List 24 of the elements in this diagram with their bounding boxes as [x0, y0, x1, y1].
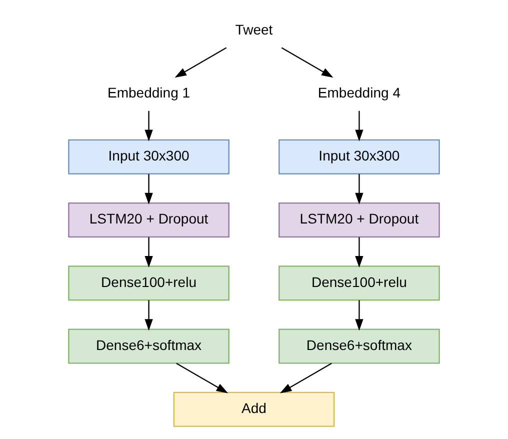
- arrow: [355, 236, 364, 268]
- arrow: [144, 300, 153, 330]
- node-box: Dense100+relu: [68, 265, 230, 300]
- arrow: [355, 174, 364, 204]
- node-box: Dense100+relu: [278, 265, 440, 300]
- arrow: [281, 46, 334, 78]
- arrow: [355, 110, 364, 141]
- node-text: Tweet: [235, 20, 273, 37]
- node-box: Input 30x300: [278, 138, 440, 174]
- arrow: [355, 300, 364, 330]
- node-box: LSTM20 + Dropout: [68, 202, 230, 238]
- node-box: Input 30x300: [68, 138, 230, 174]
- node-box: Add: [173, 391, 335, 426]
- arrow: [280, 362, 332, 393]
- arrow: [144, 236, 153, 268]
- arrow: [144, 174, 153, 204]
- node-text: Embedding 1: [107, 84, 190, 100]
- node-box: Dense6+softmax: [68, 328, 230, 364]
- node-box: LSTM20 + Dropout: [278, 202, 440, 238]
- arrow: [144, 110, 153, 141]
- arrow: [176, 362, 228, 393]
- arrow: [174, 46, 227, 78]
- node-box: Dense6+softmax: [278, 328, 440, 364]
- node-text: Embedding 4: [318, 84, 401, 100]
